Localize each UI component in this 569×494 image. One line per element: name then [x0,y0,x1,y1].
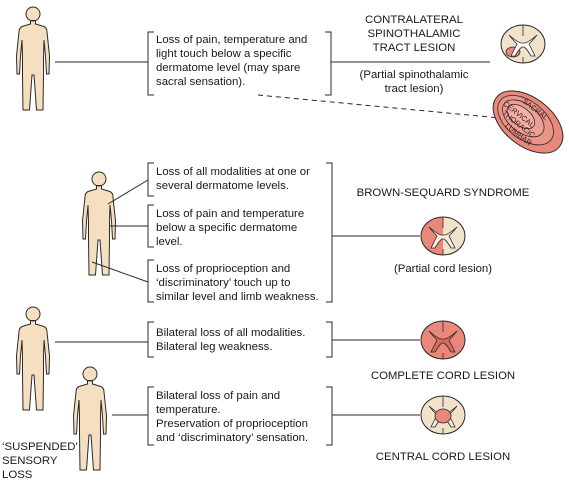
bracket [147,259,154,303]
lesion-subtitle-line: (Partial cord lesion) [393,263,493,275]
description-proprioception: Loss of proprioception and ‘discriminato… [156,262,319,304]
bracket [147,31,154,96]
pointer-line [107,179,149,205]
description-line: Bilateral loss of all modalities. [156,327,306,339]
figure-label-line: SENSORY [2,455,58,467]
description-line: ‘discriminatory’ touch up to [156,277,291,289]
lesion-title-line: TRACT LESION [372,42,456,54]
lesion-title-complete: COMPLETE CORD LESION [363,369,523,383]
cord-section-spinothalamic [500,24,546,64]
bracket [147,386,154,446]
description-line: sacral sensation). [156,76,246,88]
description-line: level. [156,236,183,248]
description-line: Preservation of proprioception [156,418,308,430]
cord-section-central [420,395,466,435]
description-line: temperature. [156,404,221,416]
bracket [326,321,333,358]
lesion-title-brown-sequard: BROWN-SEQUARD SYNDROME [353,186,533,200]
description-line: similar level and limb weakness. [156,291,319,303]
description-line: Bilateral loss of pain and [156,390,281,402]
bracket [325,31,332,96]
description-line: Loss of proprioception and [156,263,291,275]
lesion-subtitle-line: (Partial spinothalamic [359,69,469,81]
pointer-line [91,261,149,283]
row-spinothalamic: CERVICAL THORACIC LUMBAR SACRAL [16,6,564,154]
description-line: light touch below a specific [156,48,292,60]
description-line: and ‘discriminatory’ sensation. [156,432,309,444]
lesion-subtitle-spinothalamic: (Partial spinothalamic tract lesion) [352,68,476,96]
description-line: Loss of pain, temperature and [156,34,308,46]
tract-lamination-inset: CERVICAL THORACIC LUMBAR SACRAL [492,90,564,154]
body-figure-spinothalamic [16,6,50,111]
lesion-title-line: COMPLETE CORD LESION [370,370,516,382]
description-line: Loss of all modalities at one or [156,166,310,178]
description-complete: Bilateral loss of all modalities. Bilate… [156,326,305,354]
suspended-sensory-loss-label: ‘SUSPENDED’ SENSORY LOSS [2,440,78,482]
bracket [326,162,333,303]
description-line: Loss of pain and temperature [156,208,305,220]
body-figure-complete [16,306,50,411]
bracket [147,162,154,197]
lesion-title-line: CENTRAL CORD LESION [375,451,511,463]
lesion-title-central: CENTRAL CORD LESION [368,450,518,464]
lesion-title-line: CONTRALATERAL [365,14,463,26]
description-all-modalities: Loss of all modalities at one or several… [156,165,310,193]
lesion-title-spinothalamic: CONTRALATERAL SPINOTHALAMIC TRACT LESION [352,13,476,55]
figure-label-line: LOSS [2,469,33,481]
description-line: several dermatome levels. [156,180,289,192]
description-line: dermatome level (may spare [156,62,301,74]
description-line: Bilateral leg weakness. [156,341,273,353]
cord-section-complete [420,320,466,360]
dashed-connector [257,94,501,119]
bracket [326,386,333,446]
bracket [147,204,154,248]
description-central: Bilateral loss of pain and temperature. … [156,389,308,445]
cord-section-brown-sequard [420,216,466,256]
description-pain-temperature: Loss of pain and temperature below a spe… [156,207,304,249]
description-spinothalamic: Loss of pain, temperature and light touc… [156,33,307,89]
description-line: below a specific dermatome [156,222,298,234]
lesion-title-line: BROWN-SEQUARD SYNDROME [356,187,530,199]
row-central-cord [73,366,466,471]
lesion-subtitle-line: tract lesion) [384,83,444,95]
lesion-subtitle-brown-sequard: (Partial cord lesion) [383,262,503,276]
lesion-title-line: SPINOTHALAMIC [367,28,461,40]
body-figure-central [73,366,107,471]
figure-label-line: ‘SUSPENDED’ [2,441,78,453]
bracket [147,321,154,358]
